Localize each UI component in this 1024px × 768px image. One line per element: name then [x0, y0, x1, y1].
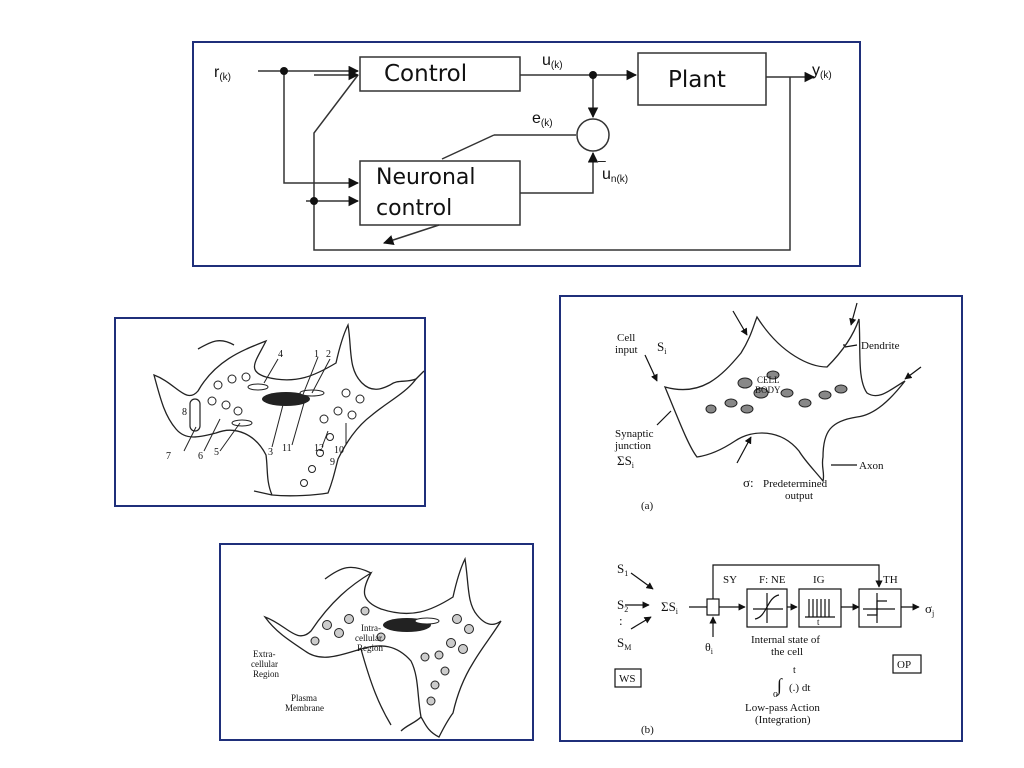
neuron-label-11: 11 — [282, 443, 292, 454]
axon-label: Axon — [859, 460, 884, 472]
predetermined-label-2: output — [785, 490, 813, 502]
integral-upper: t — [793, 665, 796, 676]
neuron-label-1: 1 — [314, 349, 319, 360]
extra-label-3: Region — [253, 669, 279, 679]
sigma-j-label: σj — [925, 601, 934, 618]
sigma-label: σ: — [743, 475, 754, 490]
sm-label: SM — [617, 635, 631, 652]
sy-label: SY — [723, 574, 737, 586]
neuron-label-3: 3 — [268, 447, 273, 458]
cell-input-label-2: input — [615, 344, 638, 356]
dendrite-label: Dendrite — [861, 340, 900, 352]
caption-a: (a) — [641, 500, 654, 512]
neuron-label-10: 10 — [334, 445, 344, 456]
intra-label-3: Region — [357, 643, 383, 653]
predetermined-label-1: Predetermined — [763, 478, 828, 490]
summing-junction — [576, 118, 610, 152]
plasma-label-1: Plasma — [291, 693, 317, 703]
synaptic-label-2: junction — [614, 440, 652, 452]
synaptic-label-1: Synaptic — [615, 428, 654, 440]
neuron-label-12: 12 — [314, 443, 324, 454]
ig-label: IG — [813, 574, 825, 586]
s1-label: S1 — [617, 561, 628, 578]
cell-body-label-2: BODY — [755, 385, 781, 395]
integral-lower: o — [773, 689, 778, 700]
neuron-label-8: 8 — [182, 407, 187, 418]
th-label: TH — [883, 574, 898, 586]
op-label: OP — [897, 659, 911, 671]
s-i-label: Si — [657, 339, 667, 356]
s2-label: S2 — [617, 597, 628, 614]
plant-block — [637, 52, 767, 106]
y-label: y(k) — [812, 62, 832, 81]
control-diagram-panel: Control Plant Neuronal control r(k) u(k)… — [192, 41, 861, 267]
cell-model-drawing: Cell input Si Dendrite CELL BODY Synapti… — [614, 302, 934, 736]
neuron-label-4: 4 — [278, 349, 283, 360]
neuron-numbered-panel: 4 1 2 8 7 6 5 3 11 12 10 9 — [114, 317, 426, 507]
theta-label: θi — [705, 640, 714, 656]
plasma-label-2: Membrane — [285, 703, 324, 713]
lowpass-label-2: (Integration) — [755, 714, 811, 726]
neuron-label-5: 5 — [214, 447, 219, 458]
ws-label: WS — [619, 673, 636, 685]
plant-label: Plant — [668, 67, 726, 93]
neuronal-control-block — [359, 160, 521, 226]
r-label: r(k) — [214, 64, 231, 83]
u-label: u(k) — [542, 52, 563, 71]
internal-label-1: Internal state of — [751, 634, 820, 646]
cell-body-label-1: CELL — [757, 375, 780, 385]
neuron-label-7: 7 — [166, 451, 171, 462]
neuron-label-9: 9 — [330, 457, 335, 468]
minus-sign: – — [598, 152, 606, 168]
neuronal-label: Neuronal — [376, 165, 476, 190]
control-diagram: Control Plant Neuronal control r(k) u(k)… — [214, 52, 832, 251]
control-label: Control — [384, 61, 467, 87]
neuron-regions-panel: Intra- cellular Region Extra- cellular R… — [219, 543, 534, 741]
extra-label-1: Extra- — [253, 649, 276, 659]
extra-label-2: cellular — [251, 659, 278, 669]
f-ne-label: F: NE — [759, 574, 786, 586]
e-label: e(k) — [532, 110, 553, 129]
dots: : — [619, 613, 623, 628]
neuron-regions-drawing: Intra- cellular Region Extra- cellular R… — [251, 556, 502, 738]
sum-si-label: ΣSi — [617, 453, 635, 470]
neuron-numbered-drawing: 4 1 2 8 7 6 5 3 11 12 10 9 — [153, 322, 425, 497]
neuronal-control-label: control — [376, 196, 452, 221]
control-block — [359, 56, 521, 92]
internal-label-2: the cell — [771, 646, 803, 658]
intra-label-1: Intra- — [361, 623, 381, 633]
intra-label-2: cellular — [355, 633, 382, 643]
sum2-label: ΣSi — [661, 599, 679, 616]
cell-model-panel: Cell input Si Dendrite CELL BODY Synapti… — [559, 295, 963, 742]
caption-b: (b) — [641, 724, 654, 736]
integral-sign: ∫ — [776, 675, 783, 696]
cell-input-label-1: Cell — [617, 332, 635, 344]
integral-body: (.) dt — [789, 682, 810, 694]
lowpass-label-1: Low-pass Action — [745, 702, 820, 714]
neuron-label-2: 2 — [326, 349, 331, 360]
un-label: un(k) — [602, 166, 628, 185]
t-label: t — [817, 617, 820, 627]
neuron-label-6: 6 — [198, 451, 203, 462]
